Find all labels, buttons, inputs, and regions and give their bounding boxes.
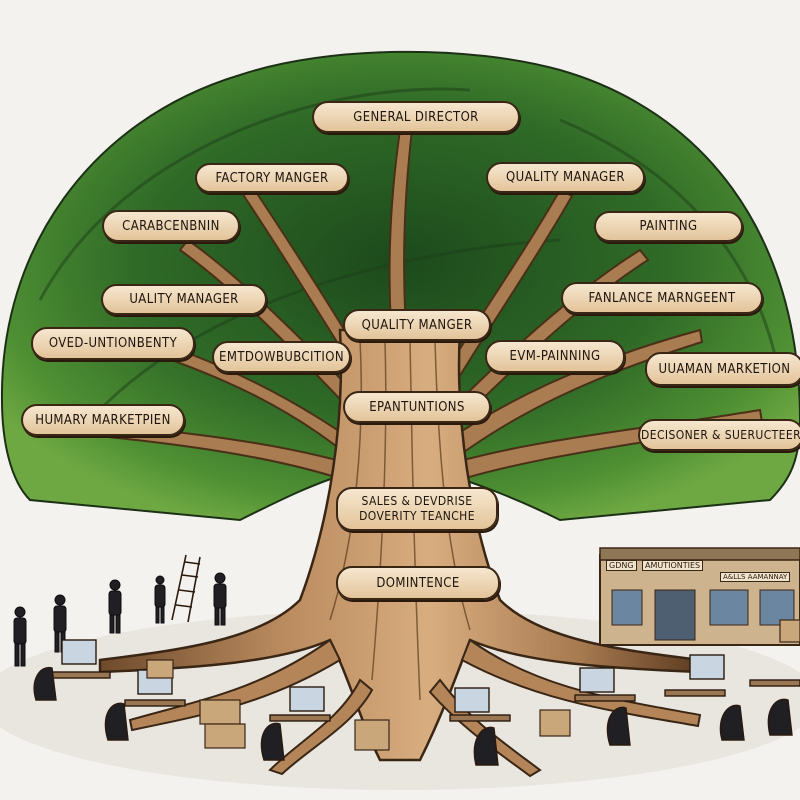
desk-with-monitor [260, 686, 331, 761]
sign-decisoner-suerucer: DECISONER & SUERUCTEER [638, 419, 800, 451]
person-standing [213, 572, 227, 626]
sign-painting: PAINTING [594, 211, 743, 242]
sign-general-director: GENERAL DIRECTOR [312, 101, 520, 133]
building-sign-left: GDNG [606, 560, 637, 571]
sign-factory-manager: FACTORY MANGER [195, 163, 349, 193]
desk-with-monitor [749, 679, 800, 736]
sign-sales-devdrise: SALES & DEVDRISE DOVERITY TEANCHE [336, 487, 498, 531]
ladder [171, 554, 201, 623]
person-standing [108, 579, 122, 634]
desk-with-monitor [449, 687, 511, 766]
sign-evm-painning: EVM-PAINNING [485, 340, 625, 373]
sign-emtdowbubcition: EMTDOWBUBCITION [212, 341, 351, 373]
person-standing [13, 606, 27, 667]
sign-oved-untionbenty: OVED-UNTIONBENTY [31, 327, 195, 360]
person-standing [154, 575, 166, 624]
desk-with-monitor [33, 639, 111, 701]
building-sign-right: A&LLS AAMANNAY [720, 572, 791, 582]
sign-carabcenbnin: CARABCENBNIN [102, 210, 240, 242]
desk-with-monitor [574, 667, 636, 746]
tree-trunk [98, 328, 702, 762]
sign-fanlance-marngeent: FANLANCE MARNGEENT [561, 282, 763, 314]
sign-quality-manger-center: QUALITY MANGER [343, 309, 491, 341]
sign-domintence: DOMINTENCE [336, 566, 500, 600]
cardboard-boxes [146, 619, 800, 751]
sign-uality-manager: UALITY MANAGER [101, 284, 267, 315]
office-workers [13, 572, 227, 667]
sign-humary-marketpien: HUMARY MARKETPIEN [21, 404, 185, 436]
sign-quality-manager-right: QUALITY MANAGER [486, 162, 645, 193]
sign-epantuntions: EPANTUNTIONS [343, 391, 491, 423]
workstations [33, 639, 800, 766]
building-sign-middle: AMUTIONTIES [642, 560, 704, 571]
sign-uuaman-marketion: UUAMAN MARKETION [645, 352, 800, 386]
desk-with-monitor [664, 654, 745, 741]
